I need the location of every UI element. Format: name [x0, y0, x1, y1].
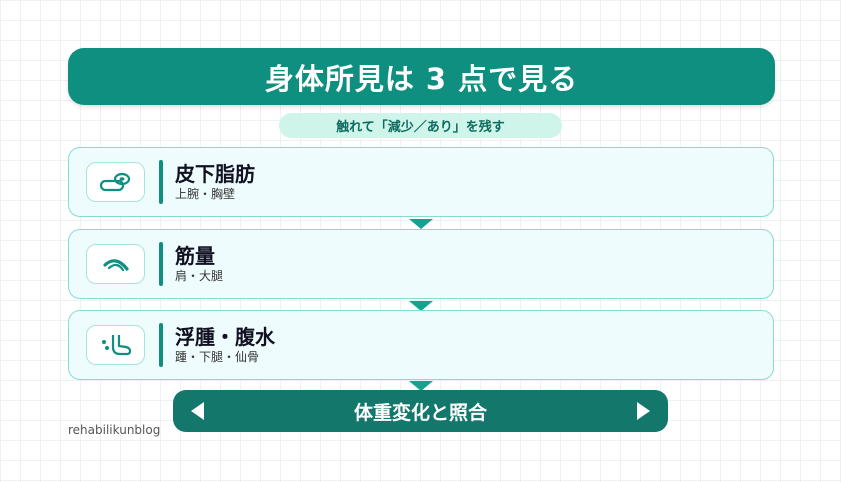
skinfold-icon	[86, 162, 145, 202]
subtitle-pill: 触れて「減少／あり」を残す	[279, 113, 562, 138]
flow-arrow-down	[409, 301, 433, 311]
finding-card-edema-ascites: 浮腫・腹水 踵・下腿・仙骨	[68, 310, 774, 380]
next-arrow-icon[interactable]	[637, 402, 650, 420]
card-label: 筋量	[175, 244, 215, 268]
watermark: rehabilikunblog	[68, 423, 161, 437]
page-title: 身体所見は 3 点で見る	[264, 61, 579, 96]
card-label: 浮腫・腹水	[175, 325, 275, 349]
accent-bar	[159, 323, 163, 367]
muscle-arc-icon	[86, 244, 145, 284]
subtitle-text: 触れて「減少／あり」を残す	[336, 120, 505, 135]
title-banner: 身体所見は 3 点で見る	[68, 48, 775, 105]
card-label: 皮下脂肪	[175, 162, 255, 186]
card-sublabel: 踵・下腿・仙骨	[175, 350, 260, 364]
flow-arrow-down	[409, 381, 433, 391]
finding-card-subcutaneous-fat: 皮下脂肪 上腕・胸壁	[68, 147, 774, 217]
card-sublabel: 上腕・胸壁	[175, 187, 236, 201]
nav-label: 体重変化と照合	[353, 401, 487, 424]
navigation-bar: 体重変化と照合	[173, 390, 668, 432]
edema-foot-icon	[86, 325, 145, 365]
accent-bar	[159, 160, 163, 204]
prev-arrow-icon[interactable]	[191, 402, 204, 420]
flow-arrow-down	[409, 219, 433, 229]
finding-card-muscle-mass: 筋量 肩・大腿	[68, 229, 774, 299]
accent-bar	[159, 242, 163, 286]
card-sublabel: 肩・大腿	[175, 269, 224, 283]
